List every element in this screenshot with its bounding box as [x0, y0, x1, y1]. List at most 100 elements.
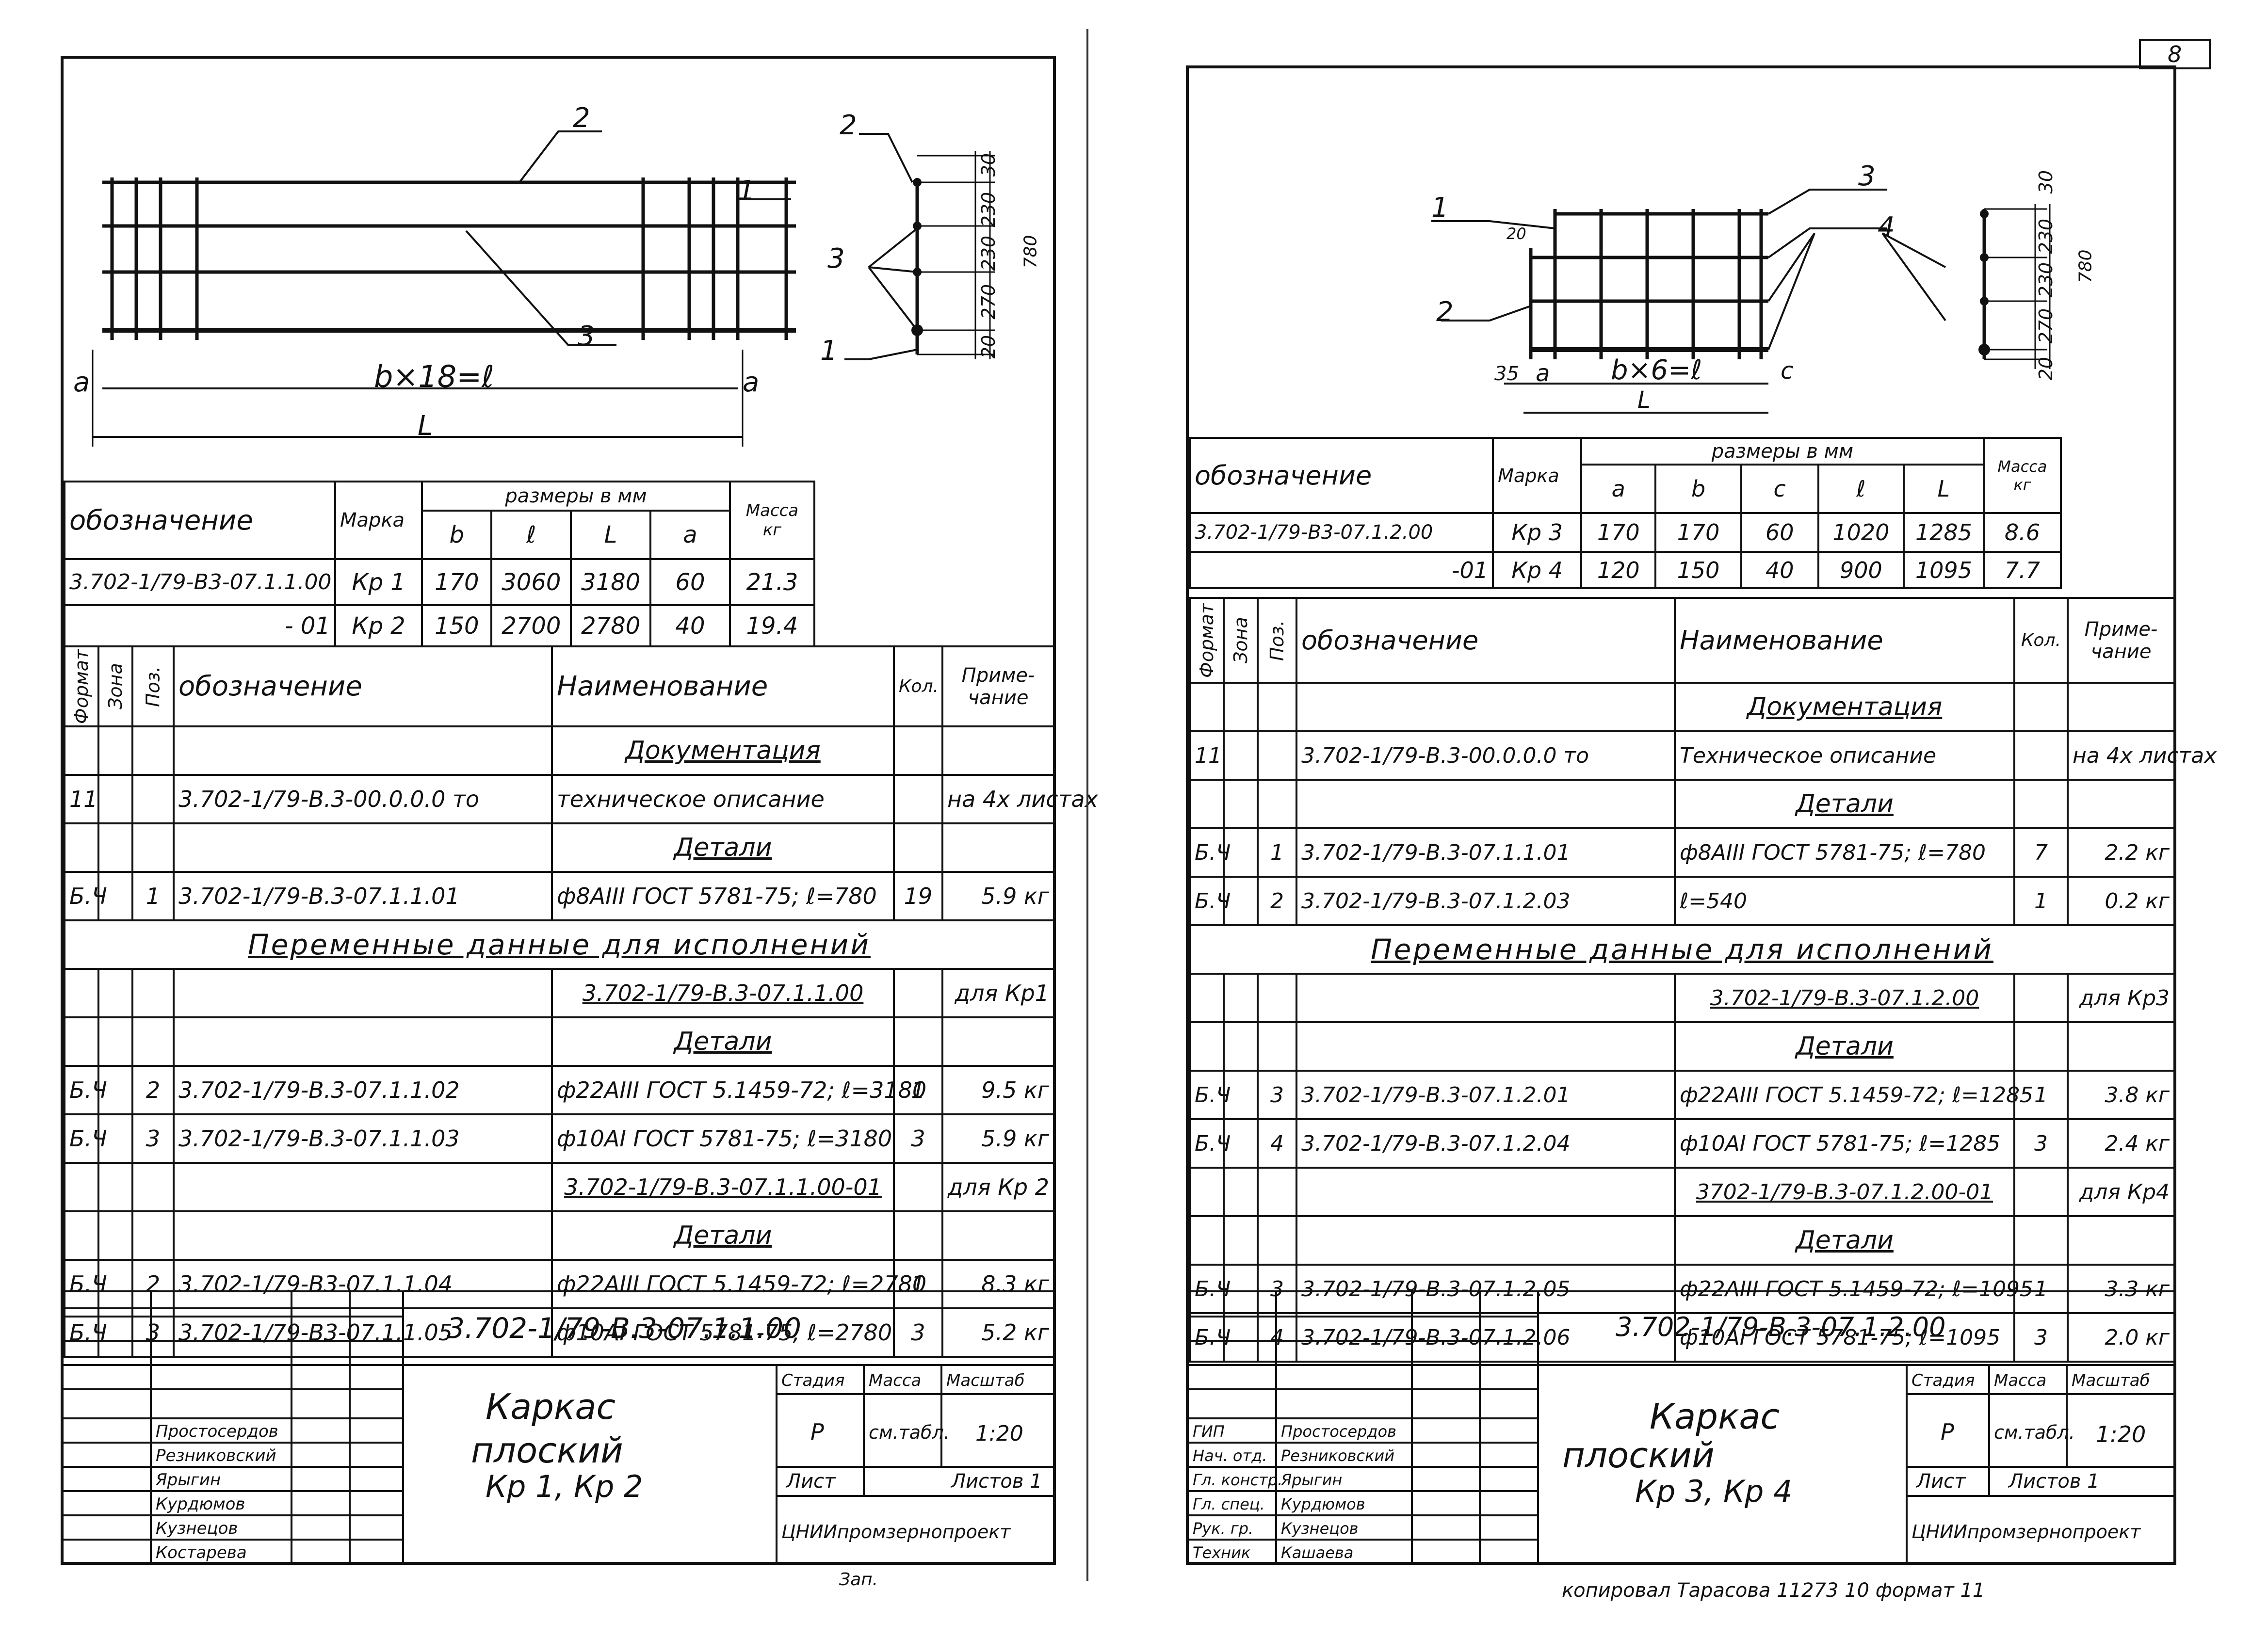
spec-cell-note [2067, 1021, 2175, 1072]
table-row: Детали [1189, 779, 2175, 829]
spec-cell-zone [97, 1259, 133, 1309]
spec-cell-name: ф10АI ГОСТ 5781-75; ℓ=2780 [551, 1307, 895, 1358]
spec-cell-des [173, 1016, 553, 1067]
left-org: ЦНИИпромзернопроект [781, 1521, 1011, 1543]
left-vt-h-l: ℓ [490, 510, 572, 560]
spec-cell-qty: 7 [2013, 827, 2069, 878]
spec-cell-des [1296, 1215, 1676, 1266]
left-vt-h-L: L [570, 510, 652, 560]
spec-cell-qty: 1 [2013, 1070, 2069, 1120]
left-doc-code: 3.702-1/79-В.3-07.1.1.00 [447, 1312, 801, 1345]
spec-cell-name: Детали [1674, 779, 2015, 829]
right-vt-h-c: c [1740, 464, 1819, 514]
spec-cell-des: 3.702-1/79-В.3-07.1.2.03 [1296, 876, 1676, 926]
right-title-line-3: Кр 3, Кр 4 [1635, 1474, 1793, 1509]
spec-cell-fmt [1189, 1167, 1225, 1217]
sheet-divider [1086, 29, 1088, 1581]
left-pos-label-2: 2 [573, 102, 590, 134]
left-frame-drawing [92, 130, 995, 447]
spec-cell-pos: 1 [1257, 827, 1297, 878]
spec-cell-name: ф10АI ГОСТ 5781-75; ℓ=1285 [1674, 1118, 2015, 1169]
left-formula: b×18=ℓ [374, 359, 494, 394]
spec-cell-qty [893, 1210, 943, 1261]
left-sec-label-2: 2 [840, 110, 857, 141]
spec-cell-name: 3.702-1/79-В.3-07.1.2.00 [1674, 973, 2015, 1023]
spec-cell-note: 2.0 кг [2067, 1312, 2175, 1363]
right-sheet-label: Лист [1916, 1470, 1966, 1493]
right-scale: 1:20 [2096, 1421, 2146, 1447]
spec-cell-fmt [64, 1016, 99, 1067]
left-spec-h-format: Формат [65, 646, 98, 726]
right-pos-label-2: 2 [1436, 296, 1454, 328]
right-mass: см.табл. [1994, 1422, 2075, 1443]
spec-cell-note [941, 822, 1055, 873]
spec-cell-qty [2013, 1021, 2069, 1072]
spec-cell-fmt [64, 822, 99, 873]
table-row: Детали [64, 822, 1055, 873]
spec-cell-zone [1223, 1264, 1259, 1314]
spec-cell-zone [97, 725, 133, 776]
right-vt-h-L: L [1902, 464, 1985, 514]
right-spec-h-note: Приме-чание [2067, 597, 2175, 684]
left-footer-note: Зап. [839, 1570, 878, 1590]
table-row: - 01 Кр 2 150 2700 2780 40 19.4 [64, 604, 816, 647]
spec-cell-name: Детали [1674, 1215, 2015, 1266]
spec-cell-fmt: Б.Ч [64, 1113, 107, 1164]
spec-cell-fmt: Б.Ч [64, 1259, 107, 1309]
spec-cell-fmt [1189, 682, 1225, 732]
right-title-block: 3.702-1/79-В.3-07.1.2.00 Каркас плоский … [1189, 1290, 2173, 1564]
left-pos-label-1: 1 [738, 175, 755, 207]
spec-cell-name: Документация [551, 725, 895, 776]
spec-cell-qty: 19 [893, 871, 943, 921]
spec-cell-des: 3.702-1/79-В.3-00.0.0.0 то [1296, 730, 1676, 781]
spec-cell-pos [1257, 973, 1297, 1023]
left-mass: см.табл. [869, 1422, 950, 1443]
right-signature-roles: ГИП Нач. отд. Гл. констр. Гл. спец. Рук.… [1193, 1422, 1283, 1562]
left-title-line-3: Кр 1, Кр 2 [486, 1469, 643, 1504]
spec-cell-fmt: 11 [1189, 730, 1225, 781]
spec-cell-qty [893, 1162, 943, 1212]
spec-cell-name: ℓ=540 [1674, 876, 2015, 926]
spec-cell-pos: 4 [1257, 1118, 1297, 1169]
left-pos-label-3: 3 [578, 321, 595, 352]
right-sheet: 1 2 3 4 20 35 a b×6=ℓ c L 30 230 230 270… [1186, 65, 2217, 1565]
right-spec-h-qty: Кол. [2013, 597, 2069, 684]
spec-cell-note [2067, 682, 2175, 732]
spec-cell-qty [2013, 1167, 2069, 1217]
spec-cell-pos: 3 [131, 1113, 175, 1164]
spec-cell-zone [97, 1162, 133, 1212]
table-row: Документация [1189, 682, 2175, 732]
table-row: Переменные данные для исполнений [64, 919, 1055, 970]
table-row: Детали [1189, 1021, 2175, 1072]
spec-cell-fmt [64, 1210, 99, 1261]
spec-cell-pos: 2 [131, 1259, 175, 1309]
left-vt-h-mark: Марка [334, 481, 423, 560]
spec-cell-note [2067, 1215, 2175, 1266]
spec-cell-name: Детали [551, 1210, 895, 1261]
table-row: Детали [64, 1016, 1055, 1067]
spec-cell-zone [1223, 973, 1259, 1023]
left-scale: 1:20 [975, 1421, 1023, 1446]
right-vt-h-a: a [1580, 464, 1657, 514]
page-number: 8 [2168, 41, 2182, 67]
left-spec-h-designation: обозначение [173, 645, 553, 727]
spec-cell-des: 3.702-1/79-В.3-07.1.1.01 [1296, 827, 1676, 878]
spec-cell-qty [893, 1016, 943, 1067]
spec-cell-des: 3.702-1/79-В.3-00.0.0.0 то [173, 774, 553, 824]
right-frame-drawing [1431, 189, 2051, 414]
spec-cell-des: 3.702-1/79-В.3-07.1.1.03 [173, 1113, 553, 1164]
spec-cell-name: Переменные данные для исполнений [64, 919, 1055, 970]
left-h-stage: Стадия [781, 1371, 845, 1390]
spec-cell-note: для Кр1 [941, 968, 1055, 1018]
left-stage: Р [810, 1419, 824, 1445]
left-title-block: 3.702-1/79-В.3-07.1.1.00 Каркас плоский … [64, 1290, 1053, 1564]
spec-cell-fmt [64, 725, 99, 776]
right-signature-names: Простосердов Резниковский Ярыгин Курдюмо… [1281, 1422, 1396, 1562]
left-section-total: 780 [1021, 235, 1041, 269]
